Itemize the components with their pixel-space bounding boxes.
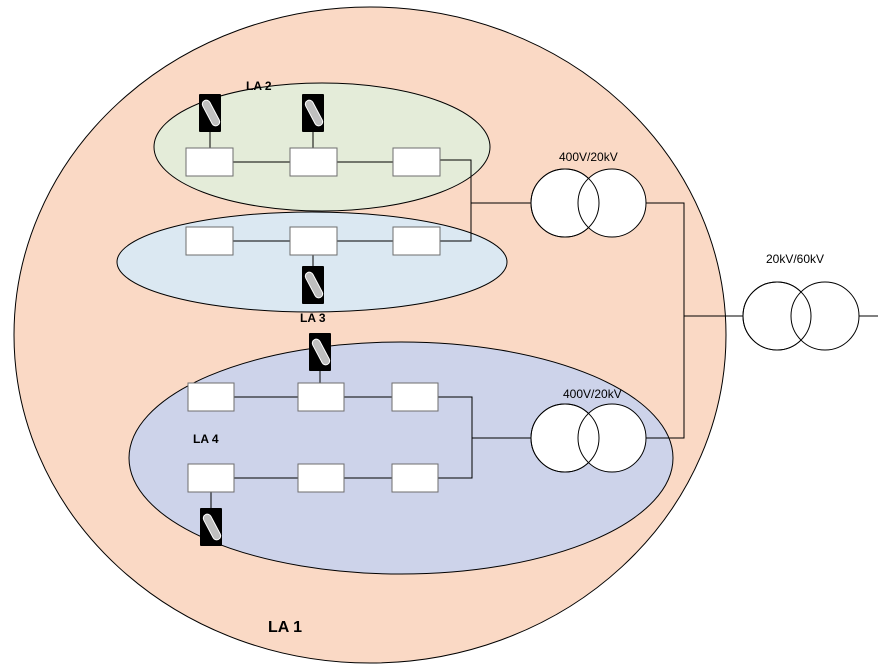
- lower-transformer-label: 400V/20kV: [563, 387, 622, 401]
- transformer-icon: [530, 403, 647, 473]
- la2-area: [153, 82, 491, 212]
- mv-bus-upper: [646, 202, 685, 439]
- smart-meter-icon: [199, 507, 223, 547]
- node-box: [391, 463, 439, 493]
- transformer-icon: [530, 168, 647, 238]
- node-box: [289, 226, 338, 256]
- upper-transformer-label: 400V/20kV: [559, 150, 618, 164]
- la4-area: [128, 341, 674, 575]
- la2-label: LA 2: [246, 79, 272, 93]
- smart-meter-icon: [308, 332, 332, 372]
- la2-to-trafo-wire: [440, 159, 472, 242]
- node-box: [289, 147, 338, 177]
- node-box: [187, 463, 235, 493]
- node-box: [187, 382, 235, 412]
- transformer-icon: [742, 281, 860, 351]
- node-box: [297, 382, 345, 412]
- node-box: [392, 226, 441, 256]
- la3-label: LA 3: [300, 311, 326, 325]
- smart-meter-icon: [301, 265, 325, 305]
- node-box: [185, 226, 234, 256]
- node-box: [391, 382, 439, 412]
- node-box: [392, 147, 441, 177]
- smart-meter-icon: [301, 93, 325, 133]
- node-box: [185, 147, 234, 177]
- la1-label: LA 1: [268, 619, 302, 636]
- hv-transformer-label: 20kV/60kV: [766, 252, 824, 266]
- smart-meter-icon: [198, 93, 222, 133]
- node-box: [297, 463, 345, 493]
- la4-label: LA 4: [193, 432, 219, 446]
